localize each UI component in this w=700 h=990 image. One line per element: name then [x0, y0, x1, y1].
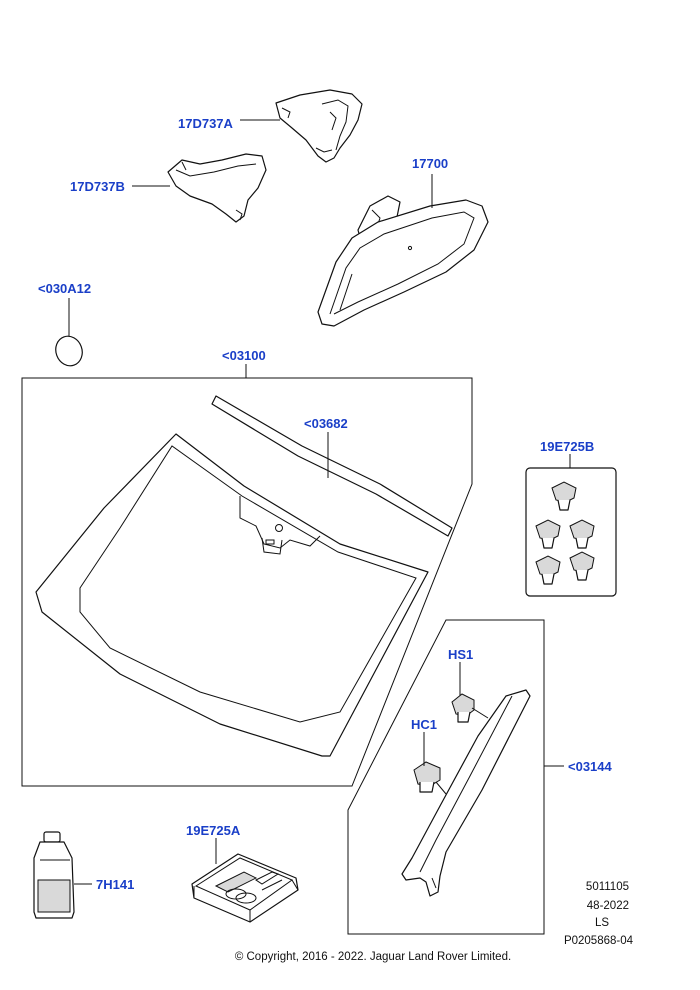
seal-part[interactable] [52, 332, 87, 369]
repair-kit-part[interactable] [191, 853, 299, 923]
moulding-strip-part[interactable] [211, 395, 453, 537]
label-hc1[interactable]: HC1 [411, 717, 437, 732]
copyright-notice: © Copyright, 2016 - 2022. Jaguar Land Ro… [235, 951, 511, 963]
rear-view-mirror-part[interactable] [317, 195, 489, 327]
windscreen-group-frame [21, 377, 473, 787]
clip-icon [535, 555, 561, 585]
clip-icon [551, 481, 577, 511]
label-clips-kit[interactable]: 19E725B [540, 439, 594, 454]
label-primer[interactable]: 7H141 [96, 877, 134, 892]
windscreen-glass-part[interactable] [35, 433, 429, 757]
label-mirror-cover-a[interactable]: 17D737A [178, 116, 234, 131]
mirror-cover-b-part[interactable] [167, 153, 267, 223]
clip-icon [569, 519, 595, 549]
clip-icon [535, 519, 561, 549]
hc1-clip-part[interactable] [413, 761, 447, 795]
diagram-code-line-1: 5011105 [586, 881, 629, 893]
diagram-code-line-4: P0205868-04 [564, 935, 634, 947]
label-mirror[interactable]: 17700 [412, 156, 448, 171]
diagram-code-line-3: LS [595, 917, 609, 929]
label-windscreen[interactable]: <03100 [222, 348, 266, 363]
label-mirror-cover-b[interactable]: 17D737B [70, 179, 125, 194]
hs1-clip-part[interactable] [451, 693, 489, 723]
clip-icon [569, 551, 595, 581]
diagram-code-line-2: 48-2022 [587, 900, 629, 912]
pillar-trim-group-frame [347, 619, 545, 935]
label-seal[interactable]: <030A12 [38, 281, 91, 296]
label-hs1[interactable]: HS1 [448, 647, 473, 662]
label-repair-kit[interactable]: 19E725A [186, 823, 241, 838]
label-pillar-trim[interactable]: <03144 [568, 759, 613, 774]
primer-bottle-part[interactable] [33, 831, 75, 919]
mirror-cover-a-part[interactable] [275, 89, 363, 163]
pillar-trim-part[interactable] [401, 689, 531, 897]
label-moulding[interactable]: <03682 [304, 416, 348, 431]
clips-kit-part[interactable] [525, 467, 617, 597]
